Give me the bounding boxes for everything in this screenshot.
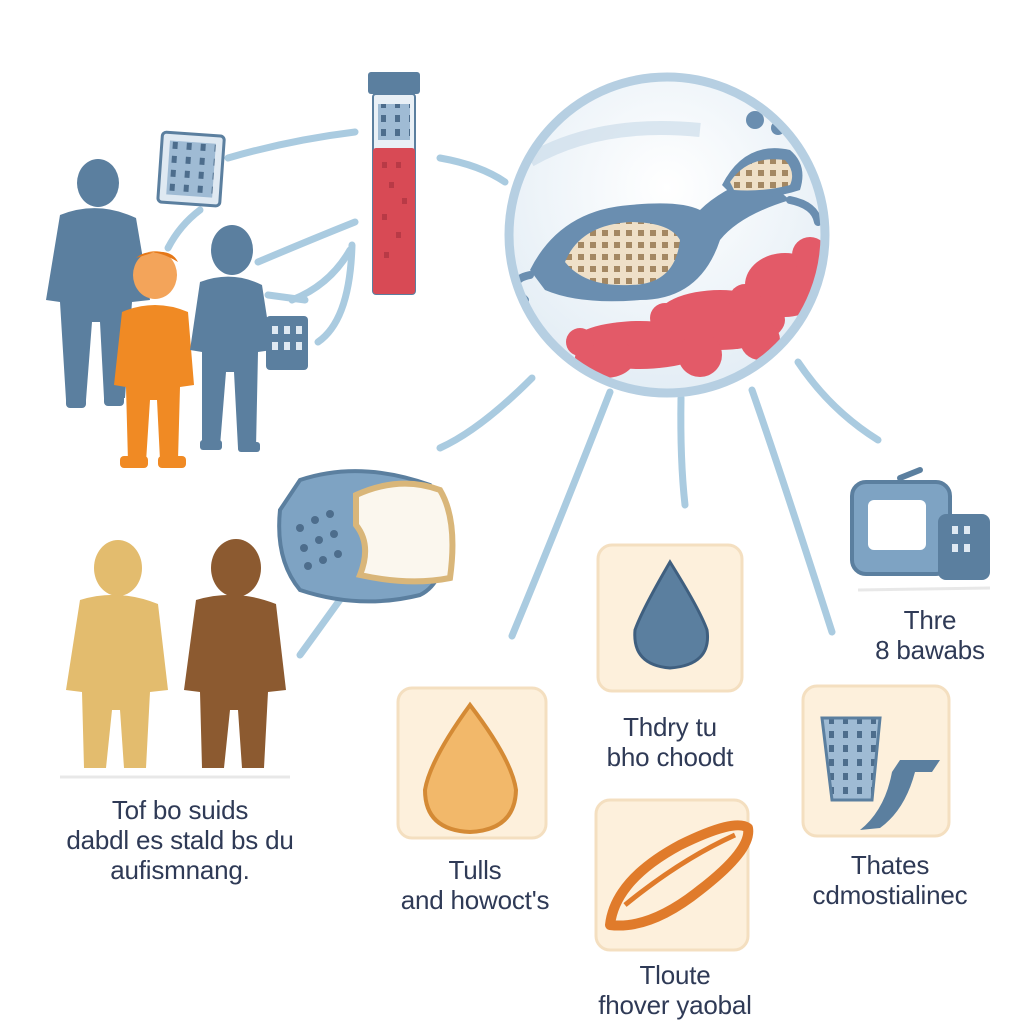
family-group [46,159,308,468]
caption-line: Tof bo suids [111,795,249,825]
connector-line [264,291,309,304]
tan-figure [66,540,168,768]
left-caption: Tof bo suids dabdl es stald bs du aufism… [40,795,320,885]
connector-line [314,241,356,346]
band-caption: Tloute fhover yaobal [570,960,780,1020]
caption-line: dabdl es stald bs du [66,825,294,855]
cup-icon [820,716,882,802]
caption-line: Thdry tu [623,712,717,742]
caption-line: Thates [850,850,930,880]
magnified-view [504,72,830,398]
child-figure [114,251,194,468]
connector-line [436,154,509,186]
blue-drop-caption: Thdry tu bho choodt [580,712,760,772]
connector-line [436,374,536,452]
data-card-icon [156,130,226,208]
watch-device-icon [850,467,991,592]
connector-line [164,206,204,252]
orange-drop-caption: Tulls and howoct's [380,855,570,915]
device-caption: Thre 8 bawabs [860,605,1000,665]
connector-line [677,394,689,509]
caption-line: Tulls [448,855,502,885]
band-icon [605,820,754,931]
adult-figure [190,225,272,452]
scale-device-icon [277,469,456,604]
connector-line [748,386,836,636]
adult-silhouette-pair [60,539,290,779]
caption-line: Thre [903,605,957,635]
oil-drop-icon [422,701,519,835]
brown-figure [184,539,286,768]
fat-cell-icon [512,111,822,304]
caption-line: and howoct's [400,885,550,915]
cup-caption: Thates cdmostialinec [790,850,990,910]
connector-line [288,246,354,304]
caption-line: bho choodt [606,742,734,772]
caption-line: Tloute [639,960,711,990]
connector-line [254,218,359,266]
connector-line [794,358,882,444]
tile-blue-drop [596,543,744,693]
connector-lines [164,128,882,659]
test-tube-icon [368,72,420,295]
caption-line: fhover yaobal [598,990,752,1020]
tile-band [594,798,754,952]
caption-line: cdmostialinec [812,880,968,910]
connector-line [224,128,359,162]
bracket-icon [860,760,940,830]
caption-line: 8 bawabs [875,635,985,665]
water-drop-icon [633,559,710,670]
tile-cup [801,684,951,838]
tile-orange-drop [396,686,548,840]
caption-line: aufismnang. [110,855,250,885]
notepad-icon [266,316,308,370]
connector-line [508,388,614,640]
